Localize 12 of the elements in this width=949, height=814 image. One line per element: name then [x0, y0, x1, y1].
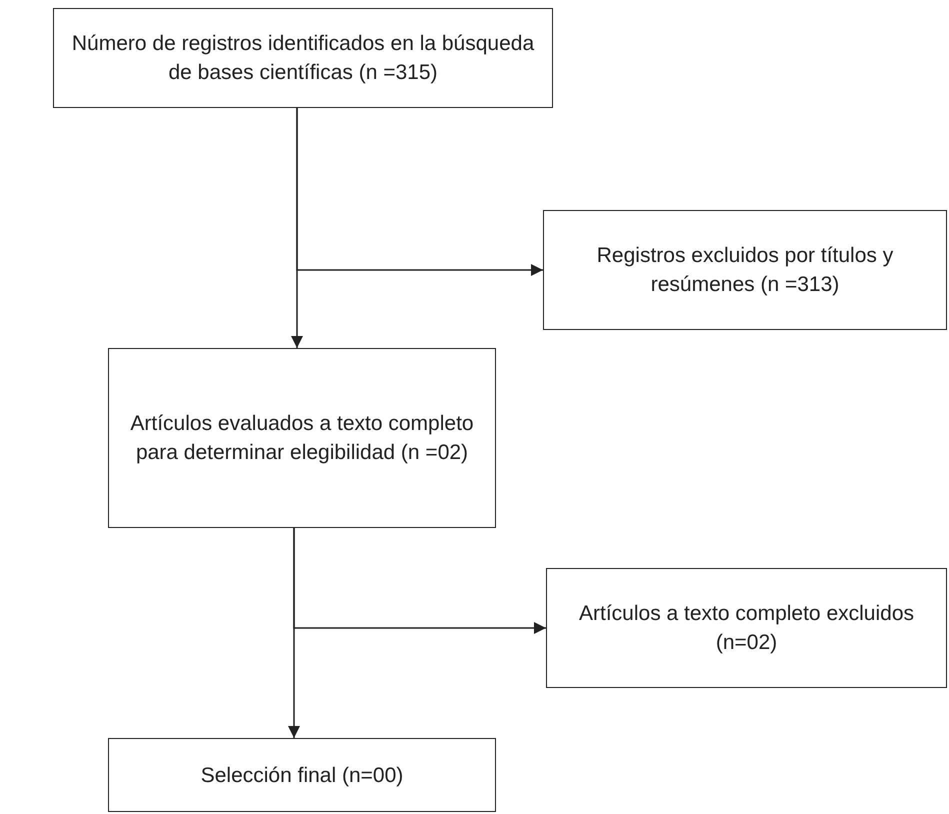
box-text: Registros excluidos por títulos y resúmenes (n =313): [596, 242, 894, 298]
process-box: [53, 8, 553, 108]
process-box: [546, 568, 947, 688]
box-text: Número de registros identificados en la búsqueda de bases científicas (n =315): [70, 30, 536, 86]
box-text: Artículos a texto completo excluidos (n=02): [578, 600, 915, 656]
box-text: Artículos evaluados a texto completo para determinar elegibilidad (n =02): [129, 410, 475, 466]
process-box: [108, 348, 496, 528]
arrow: [293, 528, 546, 634]
process-box: [543, 210, 947, 330]
box-text: Selección final (n=00): [200, 763, 404, 789]
process-box: [108, 738, 496, 812]
arrow: [296, 108, 543, 276]
